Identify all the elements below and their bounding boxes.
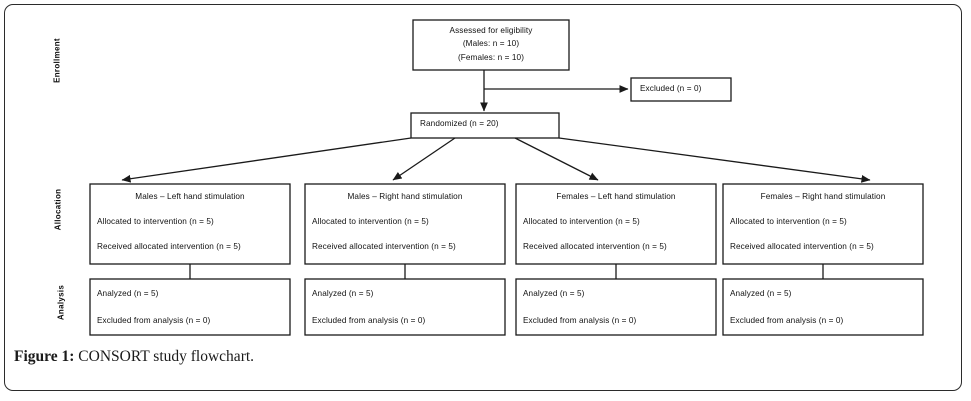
stage-label-allocation: Allocation xyxy=(53,188,63,231)
analysis-box-2 xyxy=(304,278,506,336)
figure-caption-label: Figure 1: xyxy=(14,348,75,365)
allocation-box-3 xyxy=(515,183,717,265)
connector-randomized-to-allocation-2 xyxy=(392,137,456,181)
figure-border xyxy=(4,4,962,391)
stage-label-analysis: Analysis xyxy=(56,284,66,321)
figure-caption-text: CONSORT study flowchart. xyxy=(74,348,255,365)
allocation-box-4 xyxy=(722,183,924,265)
assessed-box xyxy=(412,19,570,71)
analysis-box-3 xyxy=(515,278,717,336)
allocation-box-1 xyxy=(89,183,291,265)
connector-randomized-to-allocation-1 xyxy=(121,137,412,183)
excluded-box xyxy=(630,77,732,102)
allocation-box-2 xyxy=(304,183,506,265)
analysis-box-1 xyxy=(89,278,291,336)
randomized-box xyxy=(410,112,560,139)
analysis-box-4 xyxy=(722,278,924,336)
connector-randomized-to-allocation-4 xyxy=(558,137,871,183)
stage-label-enrollment: Enrollment xyxy=(52,38,62,83)
connector-randomized-to-allocation-3 xyxy=(514,137,599,181)
figure-caption: Figure 1: CONSORT study flowchart. xyxy=(14,348,254,366)
